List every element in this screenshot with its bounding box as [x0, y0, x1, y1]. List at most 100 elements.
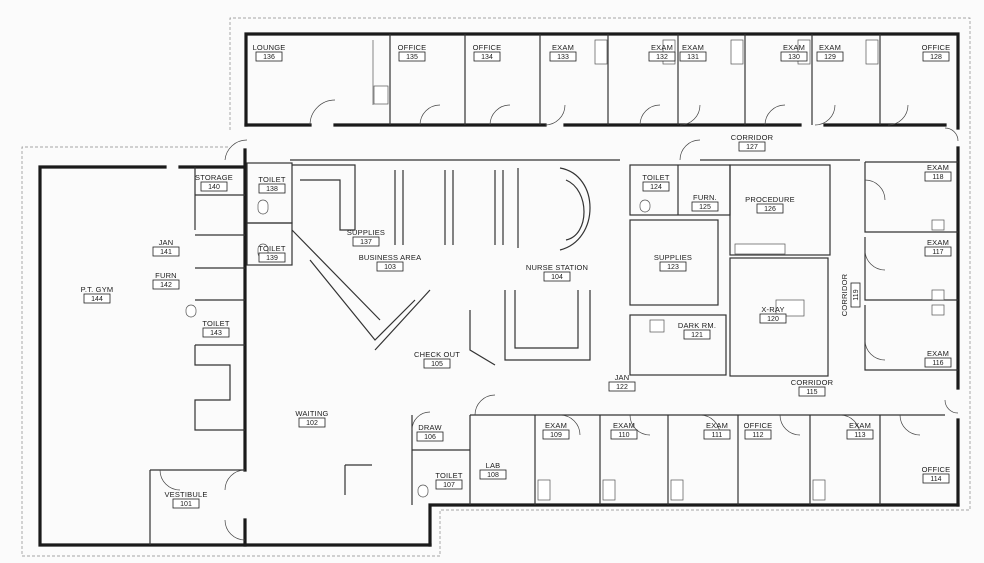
room-number: 122: [616, 384, 628, 391]
room-number: 132: [656, 54, 668, 61]
room-number: 104: [551, 274, 563, 281]
room-number-box: [759, 313, 787, 324]
room-number-box: [376, 261, 404, 272]
room-number: 139: [266, 255, 278, 262]
room-number: 131: [687, 54, 699, 61]
room-number: 108: [487, 472, 499, 479]
room-name: SUPPLIES: [654, 253, 692, 262]
room-name: EXAM: [682, 43, 704, 52]
room-number-box: [756, 203, 784, 214]
room-number-box: [924, 357, 952, 368]
room-number: 111: [712, 432, 723, 439]
room-name: TOILET: [258, 244, 286, 253]
room-number: 143: [210, 330, 222, 337]
room-number-box: [258, 183, 286, 194]
room-name: EXAM: [927, 349, 949, 358]
room-number-box: [152, 246, 180, 257]
room-number: 116: [932, 360, 943, 367]
room-number: 142: [160, 282, 172, 289]
room-name: EXAM: [651, 43, 673, 52]
room-number: 120: [767, 316, 779, 323]
room-toilet139: TOILET 139: [258, 244, 286, 263]
exterior-walls: [38, 32, 960, 547]
middle-core: [149, 139, 958, 545]
room-name: P.T. GYM: [81, 285, 114, 294]
room-name: EXAM: [927, 238, 949, 247]
room-number-box: [479, 469, 507, 480]
room-number-box: [922, 473, 950, 484]
room-number: 105: [431, 361, 443, 368]
room-checkout105: CHECK OUT 105: [414, 350, 460, 369]
room-number-box: [83, 293, 111, 304]
room-name: TOILET: [202, 319, 230, 328]
room-number: 141: [160, 249, 172, 256]
room-number-box: [423, 358, 451, 369]
room-number-box: [543, 271, 571, 282]
bottom-partitions: [344, 127, 959, 505]
room-name: X-RAY: [761, 305, 784, 314]
room-number-box: [924, 171, 952, 182]
room-number-box: [416, 431, 444, 442]
room-number-box: [738, 141, 766, 152]
room-number-box: [298, 417, 326, 428]
room-number-box: [610, 429, 638, 440]
room-name: EXAM: [613, 421, 635, 430]
room-name: OFFICE: [744, 421, 773, 430]
room-name: DRAW: [418, 423, 442, 432]
room-exam109: EXAM 109: [542, 421, 570, 440]
room-number: 130: [788, 54, 800, 61]
room-number-box: [691, 201, 719, 212]
room-number-box: [642, 181, 670, 192]
room-number: 134: [481, 54, 493, 61]
room-number: 124: [650, 184, 662, 191]
room-number: 107: [443, 482, 455, 489]
room-number-box: [780, 51, 808, 62]
room-number-box: [703, 429, 731, 440]
room-number-box: [659, 261, 687, 272]
site-outline: [21, 17, 971, 557]
room-name: CHECK OUT: [414, 350, 460, 359]
room-number-box: [255, 51, 283, 62]
room-name: OFFICE: [922, 465, 951, 474]
room-name: LOUNGE: [253, 43, 286, 52]
room-name: PROCEDURE: [745, 195, 795, 204]
room-number-box: [683, 329, 711, 340]
room-number-box: [798, 386, 826, 397]
room-number: 140: [208, 184, 220, 191]
room-number: 135: [406, 54, 418, 61]
room-name: EXAM: [552, 43, 574, 52]
room-name: CORRIDOR: [791, 378, 834, 387]
room-exam132: EXAM 132: [648, 43, 676, 62]
room-number: 109: [550, 432, 562, 439]
room-number-box: [542, 429, 570, 440]
room-darkrm121: DARK RM.121: [678, 321, 716, 340]
room-name: EXAM: [545, 421, 567, 430]
room-toilet143: TOILET 143: [202, 319, 230, 338]
room-number-box: [435, 479, 463, 490]
room-name: CORRIDOR: [731, 133, 774, 142]
room-name: BUSINESS AREA: [359, 253, 422, 262]
room-number: 102: [306, 420, 318, 427]
